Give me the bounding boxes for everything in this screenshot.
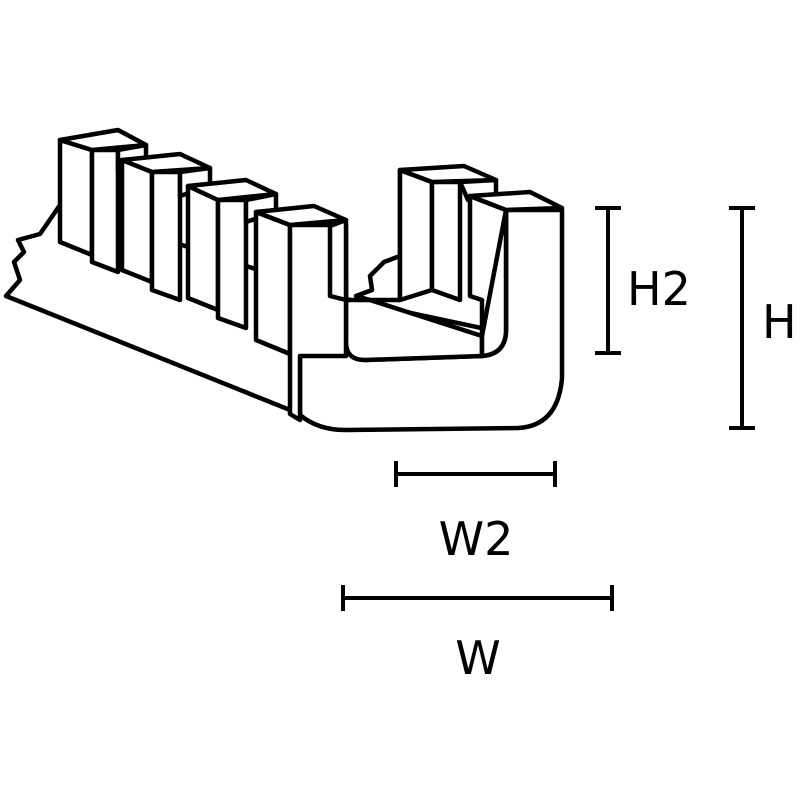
label-w2: W2 xyxy=(439,512,514,566)
finger-1-front xyxy=(89,147,121,275)
finger-3-front xyxy=(215,197,249,331)
dimension-w2 xyxy=(394,461,557,487)
finger-5-front xyxy=(397,167,435,303)
label-h2: H2 xyxy=(627,262,691,316)
dimension-h2 xyxy=(595,206,621,355)
label-h: H xyxy=(762,295,797,349)
finger-4-back xyxy=(327,217,349,303)
finger-4-side xyxy=(253,209,293,357)
right-wall-broken-edge xyxy=(353,167,403,303)
finger-6-top xyxy=(467,189,565,213)
dimension-h xyxy=(729,206,755,430)
finger-2-side xyxy=(119,157,155,285)
finger-5-inner xyxy=(429,179,463,303)
channel-inner-floor xyxy=(343,297,485,363)
finger-1-side xyxy=(57,137,95,258)
finger-2-front xyxy=(149,169,183,303)
dimension-w xyxy=(341,585,614,611)
finger-6-front xyxy=(479,207,509,359)
finger-3-side xyxy=(185,183,221,313)
label-w: W xyxy=(455,631,500,685)
